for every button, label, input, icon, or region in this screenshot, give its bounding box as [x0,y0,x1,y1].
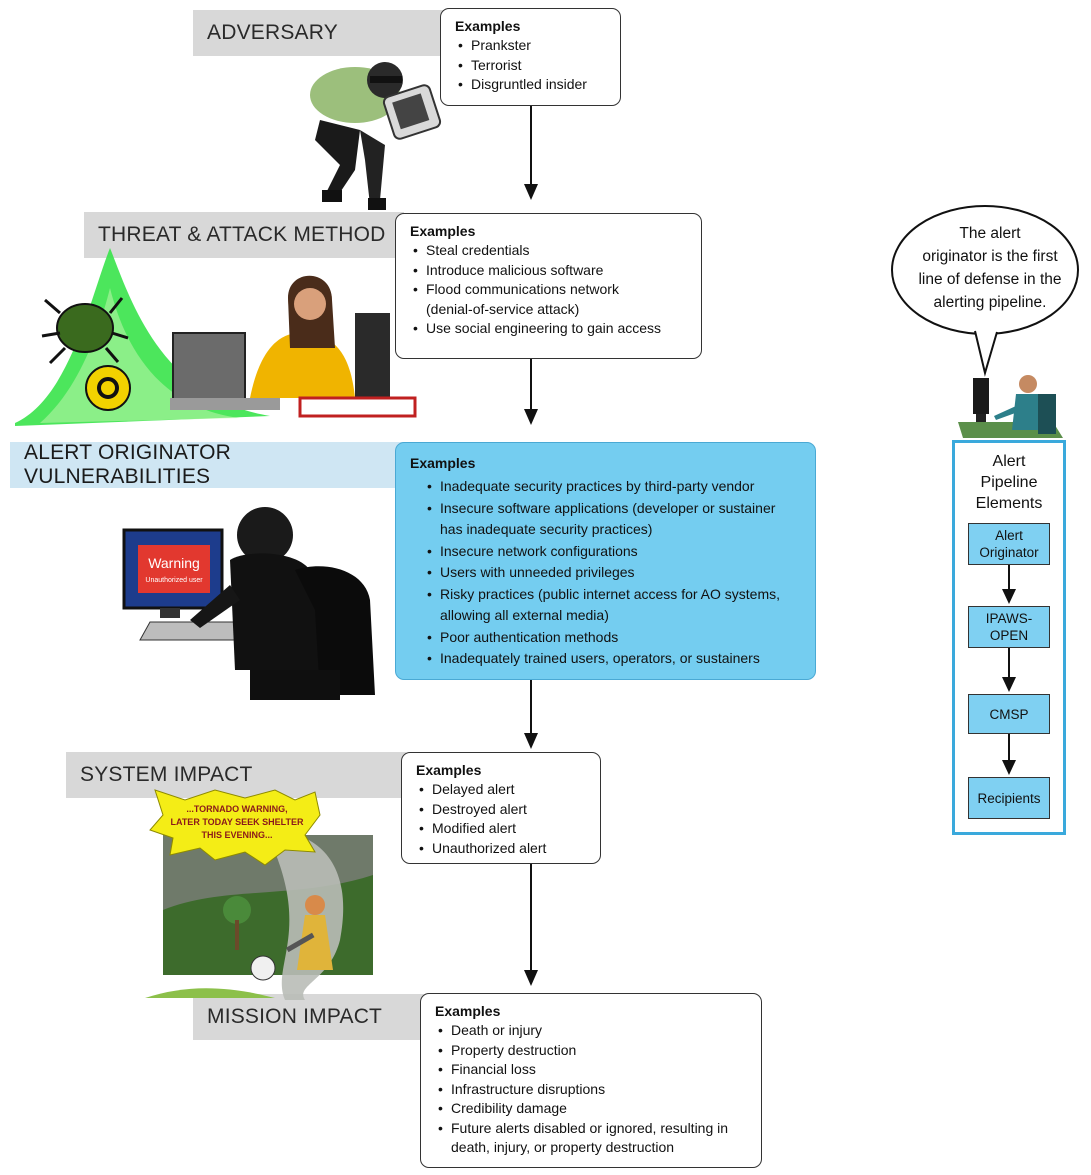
callout-line: line of defense in the [918,271,1062,288]
pipeline-node-label: Recipients [977,790,1041,806]
warning-screen-title: Warning [148,555,200,571]
pipeline-node-ipaws-open: IPAWS- OPEN [968,606,1050,648]
list-item: Use social engineering to gain access [413,319,687,339]
list-item: Prankster [458,36,606,56]
examples-heading: Examples [435,1003,501,1019]
flow-arrow-3-line [530,680,532,735]
stage-title-mission-impact: MISSION IMPACT [193,994,438,1040]
callout-line: The alert [959,225,1021,242]
vulnerabilities-examples-box: Examples Inadequate security practices b… [395,442,816,680]
pipeline-node-cmsp: CMSP [968,694,1050,734]
warning-screen-subtitle: Unauthorized user [145,577,203,584]
pipeline-node-label: IPAWS- [985,611,1033,626]
system-impact-title: SYSTEM IMPACT [80,763,253,786]
vulnerabilities-title: ALERT ORIGINATOR VULNERABILITIES [24,441,232,488]
examples-list: Delayed alert Destroyed alert Modified a… [416,780,586,858]
list-item: Insecure network configurations [427,541,801,563]
stage-title-system-impact: SYSTEM IMPACT [66,752,406,798]
list-item-continuation: (denial-of-service attack) [426,300,580,317]
stage-title-vulnerabilities: ALERT ORIGINATOR VULNERABILITIES [10,441,405,488]
operator-illustration [958,375,1063,438]
examples-heading: Examples [416,762,482,778]
examples-heading: Examples [410,455,476,471]
pipeline-node-alert-originator: Alert Originator [968,523,1050,565]
list-item: Death or injury [438,1021,747,1041]
pipeline-arrow-3-line [1008,734,1010,761]
threat-illustration [15,248,417,426]
list-item: Steal credentials [413,241,687,261]
flow-arrow-1-head [524,184,538,200]
pipeline-node-label: Originator [979,545,1039,560]
flow-arrow-4-head [524,970,538,986]
mission-impact-title: MISSION IMPACT [207,1005,383,1028]
flow-arrow-3-head [524,733,538,749]
list-item-continuation: death, injury, or property destruction [451,1139,675,1155]
examples-heading: Examples [455,18,521,34]
system-impact-examples-box: Examples Delayed alert Destroyed alert M… [401,752,601,864]
list-item: Insecure software applications (develope… [427,498,801,520]
examples-list: Inadequate security practices by third-p… [410,476,801,670]
list-item: Users with unneeded privileges [427,562,801,584]
callout-line: originator is the first [922,248,1058,265]
stage-title-adversary: ADVERSARY [193,10,453,56]
callout-bubble [891,205,1079,377]
warning-computer-illustration: Warning Unauthorized user [122,507,375,700]
list-item: Disgruntled insider [458,75,606,95]
list-item: Risky practices (public internet access … [427,584,801,606]
pipeline-arrow-1-head [1002,589,1016,604]
list-item: Destroyed alert [419,800,586,820]
hacker-illustration [310,62,442,210]
pipeline-arrow-1-line [1008,565,1010,591]
adversary-examples-box: Examples Prankster Terrorist Disgruntled… [440,8,621,106]
mission-impact-examples-box: Examples Death or injury Property destru… [420,993,762,1168]
list-item: Inadequately trained users, operators, o… [427,648,801,670]
list-item: Unauthorized alert [419,839,586,859]
pipeline-arrow-2-line [1008,648,1010,678]
list-item-continuation: allowing all external media) [440,607,609,623]
pipeline-title-line: Alert [992,453,1026,470]
list-item: Future alerts disabled or ignored, resul… [438,1119,747,1139]
list-item: Inadequate security practices by third-p… [427,476,801,498]
pipeline-title-line: Elements [975,495,1043,512]
examples-heading: Examples [410,223,476,239]
list-item: Terrorist [458,56,606,76]
list-item: Credibility damage [438,1099,747,1119]
list-item: Introduce malicious software [413,261,687,281]
tornado-warning-line-3: THIS EVENING... [201,830,272,840]
examples-list: Steal credentials Introduce malicious so… [410,241,687,339]
examples-list: Death or injury Property destruction Fin… [435,1021,747,1158]
tornado-illustration: ...TORNADO WARNING, LATER TODAY SEEK SHE… [145,789,373,1000]
list-item: Modified alert [419,819,586,839]
list-item: Property destruction [438,1041,747,1061]
flow-arrow-2-head [524,409,538,425]
threat-examples-box: Examples Steal credentials Introduce mal… [395,213,702,359]
pipeline-node-label: CMSP [989,706,1029,722]
list-item: Poor authentication methods [427,627,801,649]
list-item: Financial loss [438,1060,747,1080]
pipeline-arrow-3-head [1002,760,1016,775]
callout-line: alerting pipeline. [933,294,1047,311]
tornado-warning-line-2: LATER TODAY SEEK SHELTER [170,817,304,827]
callout-text: The alert originator is the first line o… [905,222,1075,314]
pipeline-arrow-2-head [1002,677,1016,692]
threat-title: THREAT & ATTACK METHOD [98,223,386,246]
pipeline-node-label: OPEN [989,628,1029,643]
tornado-warning-line-1: ...TORNADO WARNING, [186,804,287,814]
flow-arrow-2-line [530,359,532,411]
list-item-continuation: has inadequate security practices) [440,521,653,537]
pipeline-title-line: Pipeline [980,474,1038,491]
list-item: Infrastructure disruptions [438,1080,747,1100]
flow-arrow-4-line [530,864,532,972]
flow-arrow-1-line [530,106,532,186]
adversary-title: ADVERSARY [207,21,338,44]
stage-title-threat: THREAT & ATTACK METHOD [84,212,404,258]
examples-list: Prankster Terrorist Disgruntled insider [455,36,606,95]
pipeline-node-recipients: Recipients [968,777,1050,819]
list-item: Flood communications network [413,280,687,300]
pipeline-node-label: Alert [995,528,1023,543]
pipeline-title: Alert Pipeline Elements [952,451,1066,514]
list-item: Delayed alert [419,780,586,800]
